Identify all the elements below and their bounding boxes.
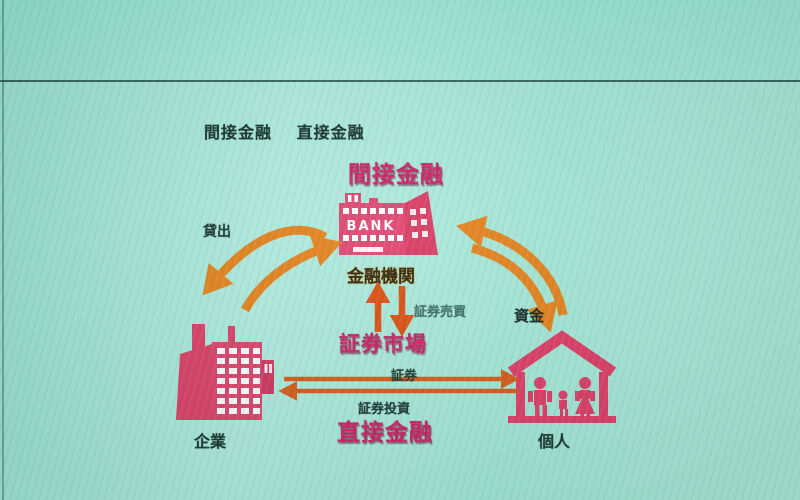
menu-labels: 間接金融 直接金融 (204, 119, 383, 143)
securities-investment-label: 証券投資 (358, 402, 411, 417)
direct-finance-title: 直接金融 (337, 420, 433, 446)
company-label: 企業 (194, 432, 227, 451)
funds-label: 資金 (514, 307, 545, 325)
top-band (0, 0, 800, 80)
securities-trading-label: 証券売買 (414, 305, 467, 320)
menu-item-direct: 直接金融 (296, 123, 365, 142)
indirect-finance-title: 間接金融 (348, 162, 444, 188)
company-building-icon (176, 324, 274, 420)
bank-individual-arrows (456, 215, 568, 333)
house-family-icon (507, 330, 617, 423)
repayment-arrow (241, 235, 343, 313)
return-funds-arrow (470, 243, 558, 333)
company-individual-arrows (278, 369, 520, 401)
bank-sign: BANK (347, 219, 396, 234)
family-figures (528, 377, 595, 417)
deposit-funds-arrow (456, 215, 568, 316)
menu-item-indirect: 間接金融 (204, 123, 273, 142)
top-divider-line (0, 80, 800, 82)
individual-label: 個人 (538, 432, 571, 451)
bank-label: 金融機関 (347, 267, 415, 287)
left-edge-line (2, 0, 4, 500)
securities-label: 証券 (391, 369, 418, 384)
lending-label: 貸出 (203, 224, 231, 240)
lending-arrow (202, 225, 328, 296)
bank-market-arrows (365, 280, 415, 338)
bank-building-icon: BANK (339, 191, 438, 255)
securities-market-title: 証券市場 (339, 332, 427, 356)
bank-company-arrows (202, 225, 343, 313)
